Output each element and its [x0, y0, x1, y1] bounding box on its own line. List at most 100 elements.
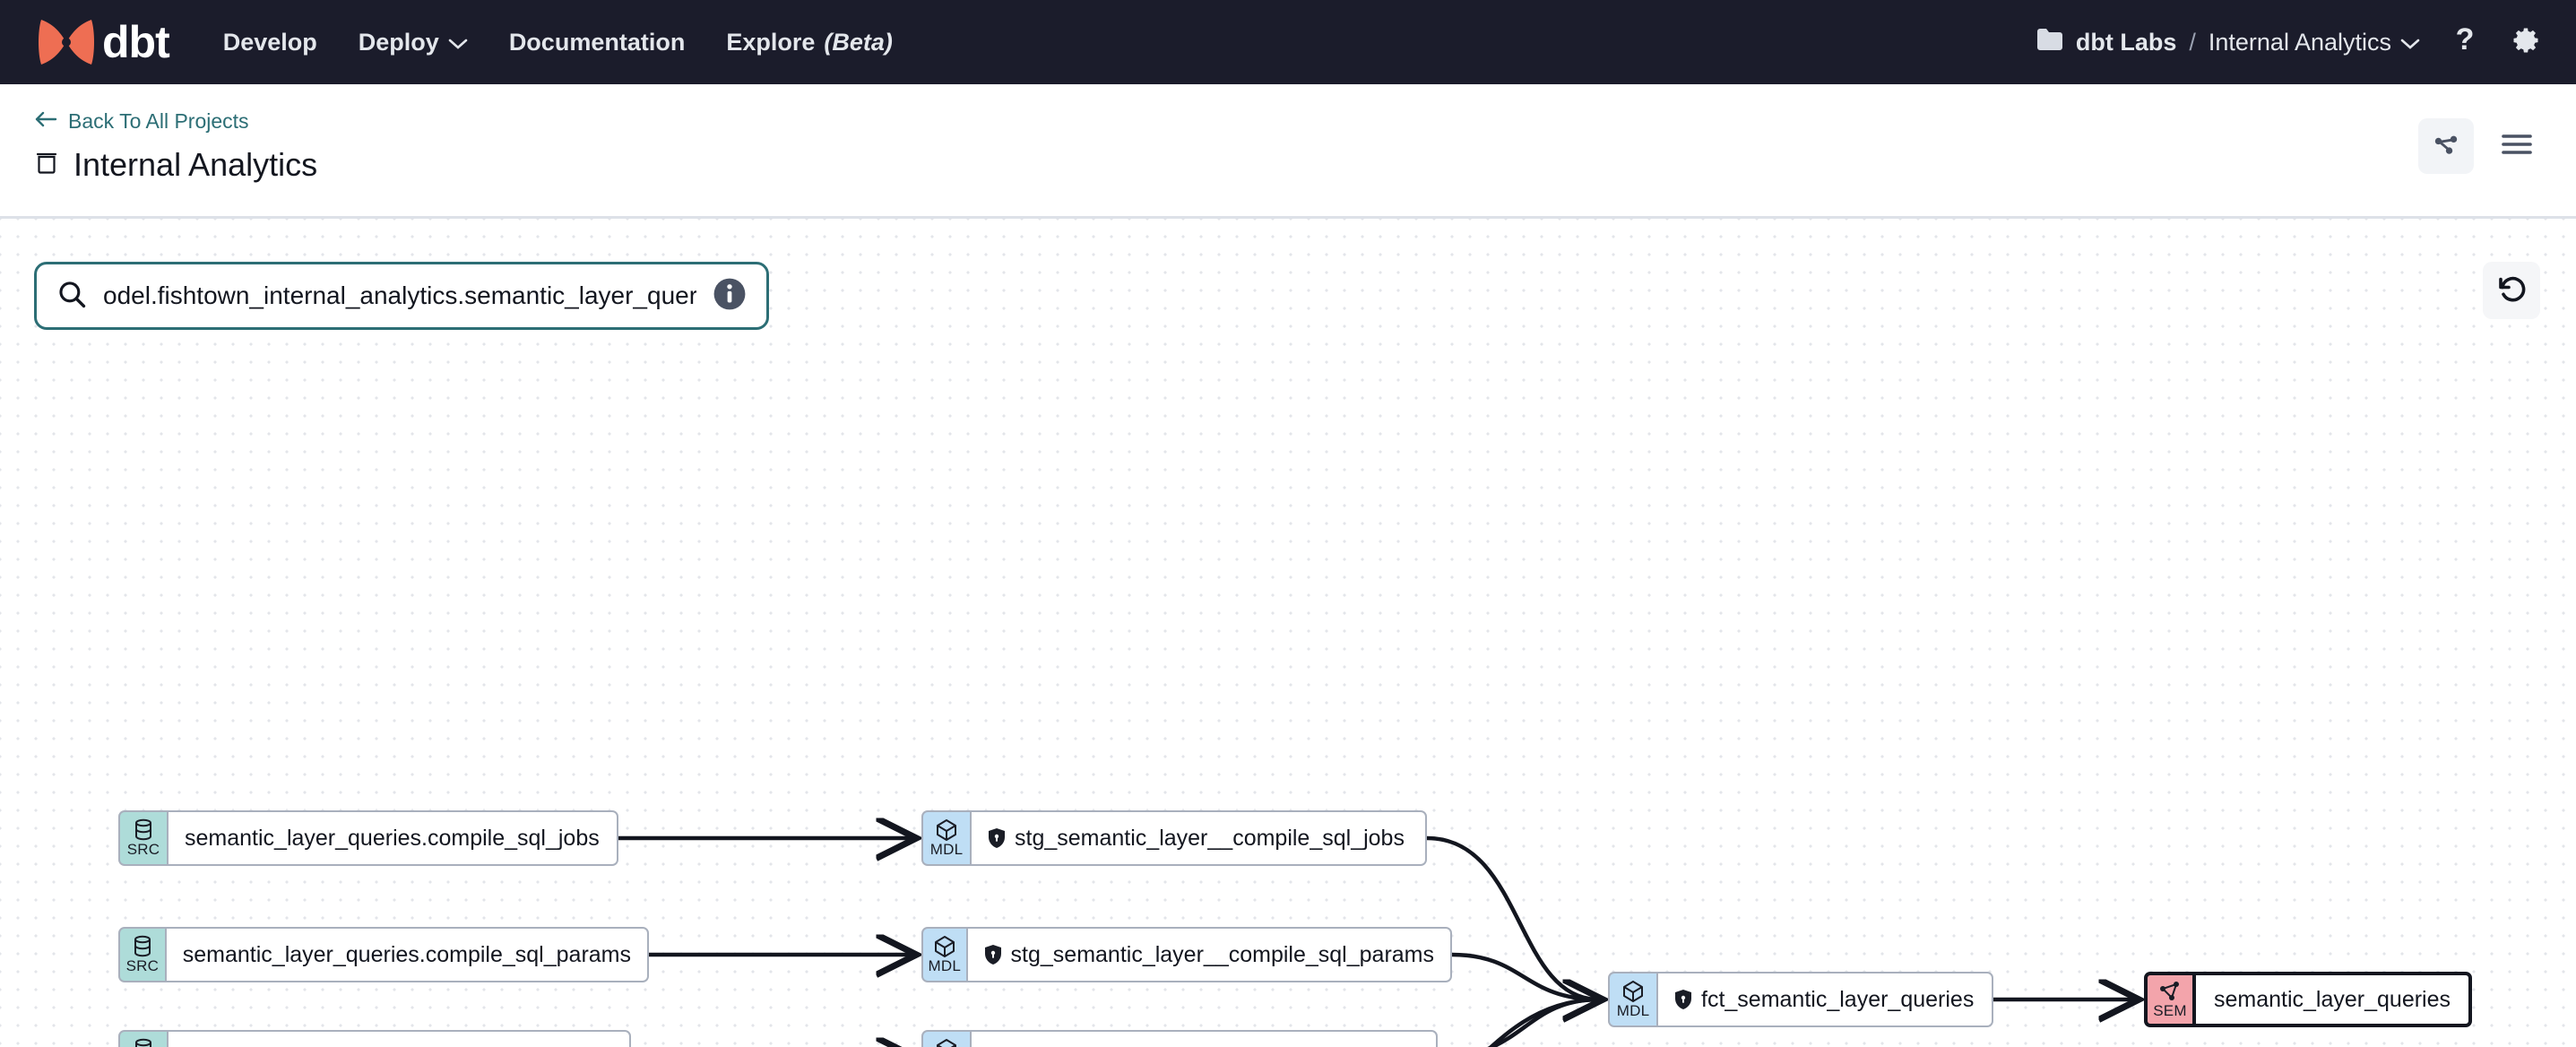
- project-selector[interactable]: Internal Analytics: [2209, 29, 2420, 56]
- node-type-badge-sem: SEM: [2144, 972, 2192, 1027]
- node-type-badge-src: SRC: [118, 927, 165, 982]
- semantic-graph-icon: [2158, 980, 2182, 1003]
- node-label: stg_semantic_layer__compile_sql_jobs: [1015, 825, 1405, 851]
- node-type-label: SRC: [125, 957, 160, 975]
- lineage-node-src2[interactable]: SRC semantic_layer_queries.compile_sql_p…: [118, 927, 649, 982]
- node-body: fct_semantic_layer_queries: [1656, 972, 1993, 1027]
- nav-item-deploy[interactable]: Deploy: [359, 29, 468, 56]
- node-label: semantic_layer_queries.compile_sql_jobs: [185, 825, 600, 851]
- chevron-down-icon: [448, 29, 468, 56]
- question-mark-icon: ?: [2451, 22, 2479, 61]
- lineage-view-button[interactable]: [2418, 118, 2474, 174]
- database-icon: [34, 146, 59, 184]
- reset-rotate-left-icon: [2495, 273, 2528, 309]
- lineage-node-fct[interactable]: MDL fct_semantic_layer_queries: [1608, 972, 1993, 1027]
- info-circle-icon[interactable]: [713, 277, 747, 316]
- primary-nav-links: Develop Deploy Documentation Explore (Be…: [223, 29, 893, 56]
- node-label: stg_semantic_layer__create_query_jobs: [1015, 1045, 1417, 1047]
- node-type-label: MDL: [929, 841, 964, 859]
- node-body: semantic_layer_queries.compile_sql_jobs: [167, 810, 618, 866]
- cube-icon: [1621, 980, 1645, 1003]
- dbt-logo-icon: [34, 16, 99, 68]
- node-type-label: MDL: [928, 957, 962, 975]
- dbt-logo-text: dbt: [102, 17, 170, 67]
- cube-icon: [933, 935, 956, 958]
- nav-item-documentation-label: Documentation: [508, 28, 686, 56]
- breadcrumb-separator: /: [2189, 28, 2196, 56]
- lineage-edges: [618, 219, 2576, 1047]
- node-type-label: SRC: [126, 841, 160, 859]
- node-body: stg_semantic_layer__create_query_jobs: [970, 1030, 1438, 1047]
- nav-item-develop[interactable]: Develop: [223, 29, 317, 56]
- lineage-canvas[interactable]: odel.fishtown_internal_analytics.semanti…: [0, 219, 2576, 1047]
- project-selector-label: Internal Analytics: [2208, 28, 2391, 56]
- node-type-badge-src: SRC: [118, 810, 167, 866]
- node-body: stg_semantic_layer__compile_sql_params: [965, 927, 1452, 982]
- reset-view-button[interactable]: [2483, 262, 2540, 319]
- node-type-badge-mdl: MDL: [1608, 972, 1656, 1027]
- back-to-all-projects-label: Back To All Projects: [68, 109, 249, 133]
- nav-item-explore[interactable]: Explore (Beta): [726, 29, 893, 56]
- node-body: semantic_layer_queries.create_query_jobs: [167, 1030, 631, 1047]
- top-navigation-bar: dbt Develop Deploy Documentation Explore…: [0, 0, 2576, 84]
- chevron-down-icon: [2400, 29, 2420, 56]
- nav-item-deploy-label: Deploy: [358, 28, 439, 56]
- svg-text:?: ?: [2456, 24, 2475, 56]
- node-type-label: MDL: [1616, 1002, 1650, 1020]
- nav-item-explore-beta-tag: (Beta): [824, 28, 893, 56]
- node-type-badge-src: SRC: [118, 1030, 167, 1047]
- org-project-breadcrumb: dbt Labs / Internal Analytics: [2036, 28, 2420, 57]
- node-label: fct_semantic_layer_queries: [1701, 986, 1975, 1012]
- node-label: stg_semantic_layer__compile_sql_params: [1010, 941, 1434, 967]
- page-header-left: Back To All Projects Internal Analytics: [34, 102, 317, 184]
- arrow-left-icon: [34, 109, 57, 134]
- share-graph-icon: [2431, 129, 2461, 164]
- nav-item-documentation[interactable]: Documentation: [509, 29, 686, 56]
- top-nav-right-cluster: dbt Labs / Internal Analytics ?: [2036, 22, 2542, 61]
- lineage-node-mdl3[interactable]: MDL stg_semantic_layer__create_query_job…: [921, 1030, 1438, 1047]
- lineage-node-src3[interactable]: SRC semantic_layer_queries.create_query_…: [118, 1030, 631, 1047]
- page-header: Back To All Projects Internal Analytics: [0, 84, 2576, 219]
- node-body: semantic_layer_queries: [2192, 972, 2472, 1027]
- search-input[interactable]: odel.fishtown_internal_analytics.semanti…: [103, 281, 696, 309]
- nav-item-explore-label: Explore: [726, 28, 816, 56]
- search-bar[interactable]: odel.fishtown_internal_analytics.semanti…: [34, 262, 769, 330]
- private-shield-icon: [988, 827, 1006, 849]
- private-shield-icon: [984, 944, 1002, 965]
- page-header-actions: [2418, 102, 2542, 174]
- database-cylinder-icon: [133, 1038, 154, 1047]
- node-type-badge-mdl: MDL: [921, 810, 970, 866]
- settings-button[interactable]: [2510, 24, 2542, 61]
- page-title: Internal Analytics: [34, 146, 317, 184]
- org-name-link[interactable]: dbt Labs: [2075, 28, 2177, 56]
- private-shield-icon: [1674, 989, 1692, 1010]
- search-icon: [56, 279, 87, 314]
- database-cylinder-icon: [133, 818, 154, 842]
- node-label: semantic_layer_queries.create_query_jobs: [185, 1045, 612, 1047]
- edge-mdl3-fct: [1487, 997, 1600, 1047]
- page-title-label: Internal Analytics: [73, 146, 318, 183]
- database-cylinder-icon: [132, 935, 153, 958]
- lineage-graph: SRC semantic_layer_queries.compile_sql_j…: [0, 219, 2576, 1047]
- node-type-badge-mdl: MDL: [921, 1030, 970, 1047]
- node-label: semantic_layer_queries: [2213, 986, 2451, 1012]
- back-to-all-projects-link[interactable]: Back To All Projects: [34, 109, 317, 134]
- lineage-node-src1[interactable]: SRC semantic_layer_queries.compile_sql_j…: [118, 810, 618, 866]
- help-button[interactable]: ?: [2451, 22, 2479, 61]
- node-label: semantic_layer_queries.compile_sql_param…: [182, 941, 631, 967]
- dbt-logo[interactable]: dbt: [34, 16, 170, 68]
- lineage-node-mdl1[interactable]: MDL stg_semantic_layer__compile_sql_jobs: [921, 810, 1427, 866]
- edge-mdl2-fct: [1451, 952, 1600, 1002]
- edge-mdl1-fct: [1426, 835, 1600, 1002]
- cube-icon: [935, 818, 958, 842]
- node-body: semantic_layer_queries.compile_sql_param…: [164, 927, 649, 982]
- node-type-label: SEM: [2153, 1002, 2187, 1020]
- cube-icon: [935, 1038, 958, 1047]
- folder-icon: [2036, 28, 2063, 57]
- node-body: stg_semantic_layer__compile_sql_jobs: [970, 810, 1427, 866]
- lineage-node-sem-selected[interactable]: SEM semantic_layer_queries: [2144, 972, 2472, 1027]
- hamburger-menu-icon: [2501, 131, 2533, 162]
- lineage-node-mdl2[interactable]: MDL stg_semantic_layer__compile_sql_para…: [921, 927, 1452, 982]
- nav-item-develop-label: Develop: [222, 28, 317, 56]
- menu-button[interactable]: [2492, 121, 2542, 171]
